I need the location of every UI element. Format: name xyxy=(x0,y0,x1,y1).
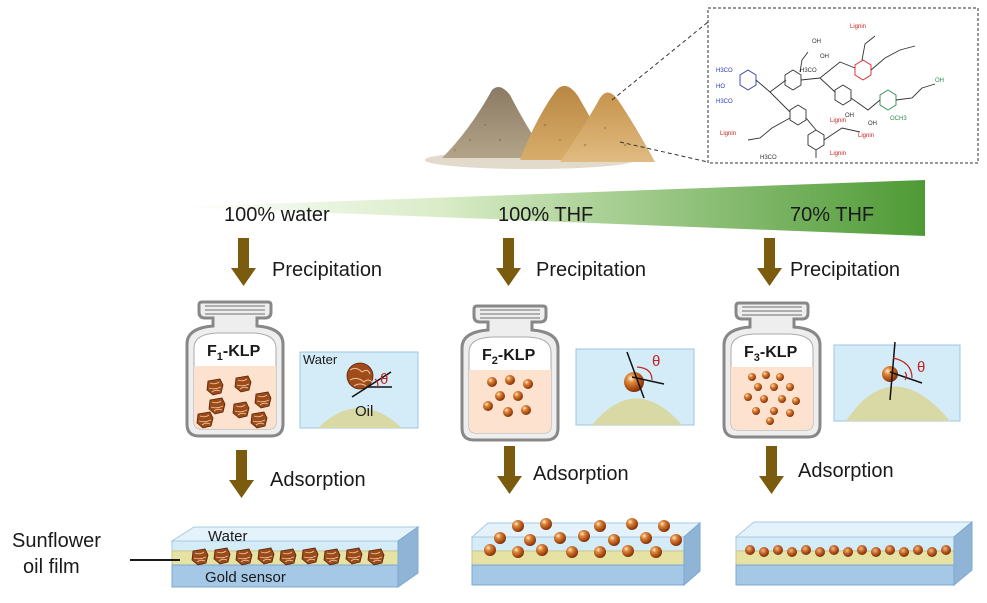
contact-angle-panel-f1: Water Oil θ xyxy=(299,351,419,429)
svg-text:OH: OH xyxy=(845,113,854,119)
particle-clump-on-oil xyxy=(346,362,374,390)
contact-angle-panel-f2: θ xyxy=(575,348,695,426)
sensor-f2 xyxy=(470,518,702,587)
vial-f1: F1-KLP xyxy=(185,300,285,438)
sensor-f3 xyxy=(734,520,974,587)
vial-f2: F2-KLP xyxy=(460,304,560,442)
adsorption-label-1: Adsorption xyxy=(270,469,366,491)
gradient-label-thf-70: 70% THF xyxy=(790,204,874,226)
svg-text:Lignin: Lignin xyxy=(850,24,866,30)
svg-text:H3CO: H3CO xyxy=(716,68,733,74)
precipitation-label-2: Precipitation xyxy=(536,259,646,281)
svg-text:OH: OH xyxy=(935,78,944,84)
contact-oil-label: Oil xyxy=(355,403,373,420)
precipitation-arrows xyxy=(231,238,782,286)
svg-text:OCH3: OCH3 xyxy=(890,116,907,122)
svg-text:OH: OH xyxy=(812,39,821,45)
contact-water-label: Water xyxy=(303,352,338,367)
svg-text:H3CO: H3CO xyxy=(760,155,777,161)
lignin-structure-inset: H3CO HO H3CO OH OH OH OH H3CO H3CO Ligni… xyxy=(707,7,979,164)
theta-label-f1: θ xyxy=(380,371,388,388)
adsorption-label-2: Adsorption xyxy=(533,463,629,485)
vial-label-f2: F2-KLP xyxy=(482,347,536,367)
precipitation-arrow-1 xyxy=(231,238,256,286)
solvent-gradient-wedge xyxy=(180,180,925,236)
adsorption-arrow-1 xyxy=(229,450,254,498)
callout-line-bottom xyxy=(619,141,709,163)
precipitation-arrow-2 xyxy=(496,238,521,286)
particles-f3 xyxy=(744,371,800,425)
svg-text:Lignin: Lignin xyxy=(830,118,846,124)
adsorption-label-3: Adsorption xyxy=(798,460,894,482)
gradient-label-thf-100: 100% THF xyxy=(498,204,593,226)
svg-text:Lignin: Lignin xyxy=(720,131,736,137)
particles-f2 xyxy=(483,375,533,417)
svg-text:OH: OH xyxy=(820,54,829,60)
adsorbed-particles-f3 xyxy=(745,545,951,557)
vial-f3: F3-KLP xyxy=(722,301,822,439)
svg-text:Lignin: Lignin xyxy=(830,151,846,157)
gold-sensor-label: Gold sensor xyxy=(205,569,286,586)
precipitation-label-3: Precipitation xyxy=(790,259,900,281)
adsorbed-particles-f2 xyxy=(484,518,682,558)
svg-text:OH: OH xyxy=(868,121,877,127)
sensor-f1: Water Gold sensor xyxy=(170,526,420,588)
gradient-label-water: 100% water xyxy=(224,204,330,226)
oil-film-label-line2: oil film xyxy=(23,556,80,578)
oil-film-label-line1: Sunflower xyxy=(12,530,101,552)
precipitation-arrow-3 xyxy=(757,238,782,286)
precipitation-label-1: Precipitation xyxy=(272,259,382,281)
svg-text:H3CO: H3CO xyxy=(716,99,733,105)
adsorption-arrows xyxy=(229,446,784,498)
svg-text:H3CO: H3CO xyxy=(800,68,817,74)
adsorption-arrow-2 xyxy=(497,446,522,494)
theta-label-f2: θ xyxy=(652,353,660,370)
sensor-water-label-f1: Water xyxy=(208,528,247,545)
adsorbed-clumps-f1 xyxy=(191,547,385,566)
lignin-powder-image xyxy=(425,85,655,169)
theta-label-f3: θ xyxy=(917,359,925,376)
svg-text:HO: HO xyxy=(716,84,725,90)
callout-line-top xyxy=(611,21,709,101)
vial-label-f3: F3-KLP xyxy=(744,344,798,364)
svg-text:Lignin: Lignin xyxy=(858,133,874,139)
contact-angle-panel-f3: θ xyxy=(833,341,961,422)
adsorption-arrow-3 xyxy=(759,446,784,494)
vial-label-f1: F1-KLP xyxy=(207,343,261,363)
